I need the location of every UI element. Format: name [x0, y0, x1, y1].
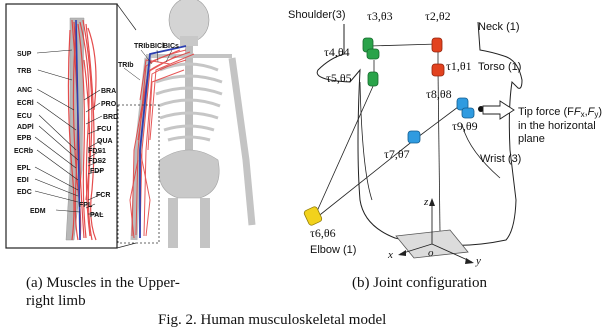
joint-label-1: τ1,θ1 — [446, 59, 472, 73]
joint-shoulder-4 — [367, 49, 379, 59]
joint-label-9: τ9,θ9 — [452, 119, 478, 133]
muscle-label-fpl: FPL — [79, 202, 93, 209]
tip-force-label-2: in the horizontal — [518, 120, 596, 132]
muscle-label-fds2: FDS2 — [88, 158, 106, 165]
joint-label-8: τ8,θ8 — [426, 87, 452, 101]
joint-label-7: τ7,θ7 — [384, 147, 410, 161]
elbow-label: Elbow (1) — [310, 244, 356, 256]
joint-neck-2 — [432, 38, 442, 52]
wrist-label: Wrist (3) — [480, 153, 521, 165]
muscle-label-ecrl: ECRl — [17, 100, 34, 107]
muscle-label-bics-top: BICs — [163, 43, 179, 50]
muscle-label-epb: EPB — [17, 135, 31, 142]
muscle-label-edi: EDI — [17, 177, 29, 184]
muscle-label-fcr: FCR — [96, 192, 110, 199]
muscle-label-epl: EPL — [17, 165, 31, 172]
muscle-label-trb: TRB — [17, 68, 31, 75]
muscle-label-bra: BRA — [101, 88, 116, 95]
muscle-label-anc: ANC — [17, 87, 32, 94]
axis-z-label: z — [423, 196, 429, 208]
muscle-label-adpl: ADPl — [17, 124, 34, 131]
muscle-label-edm: EDM — [30, 208, 46, 215]
muscle-label-fds1: FDS1 — [88, 148, 106, 155]
axis-y-label: y — [475, 255, 481, 267]
muscle-label-fcu: FCU — [97, 126, 111, 133]
muscle-label-ecu: ECU — [17, 113, 32, 120]
muscle-label-fdp: FDP — [90, 168, 104, 175]
muscle-label-ecrb: ECRb — [14, 148, 33, 155]
torso-label: Torso (1) — [478, 61, 521, 73]
caption-b: (b) Joint configuration — [352, 274, 487, 292]
muscle-label-sup: SUP — [17, 51, 32, 58]
skeleton-render: TRIb BICl BICs TRIb — [118, 0, 252, 248]
caption-a-line2: right limb — [26, 292, 86, 310]
joint-label-2: τ2,θ2 — [425, 9, 451, 23]
shoulder-label: Shoulder(3) — [288, 9, 345, 21]
tip-force-label: Tip force (FFx,Fy) — [518, 106, 602, 119]
muscle-label-qua: QUA — [97, 138, 113, 145]
figure-caption: Fig. 2. Human musculoskeletal model — [158, 311, 386, 329]
joint-label-5: τ5,θ5 — [326, 71, 352, 85]
joint-wrist-9 — [462, 108, 474, 118]
axis-origin-label: o — [428, 247, 434, 259]
muscle-label-bicl-top: BICl — [150, 43, 164, 50]
joint-torso-1 — [432, 64, 444, 76]
arm-zoom-panel: SUP TRB ANC ECRl ECU ADPl EPB ECRb EPL E… — [6, 4, 118, 248]
joint-label-3: τ3,θ3 — [367, 9, 393, 23]
joint-diagram: z x y o — [288, 9, 602, 267]
joint-wrist-7 — [408, 131, 420, 143]
joint-label-6: τ6,θ6 — [310, 226, 336, 240]
tip-force-label-3: plane — [518, 133, 545, 145]
muscle-label-pal: PAL — [90, 212, 104, 219]
muscle-label-trib-top: TRIb — [134, 43, 150, 50]
axis-x-label: x — [387, 249, 393, 261]
joint-shoulder-5 — [368, 72, 378, 86]
muscle-label-pro: PRO — [101, 101, 117, 108]
caption-a-line1: (a) Muscles in the Upper- — [26, 274, 180, 292]
neck-label: Neck (1) — [478, 21, 520, 33]
joint-elbow-6 — [303, 206, 322, 226]
muscle-label-brd: BRD — [103, 114, 118, 121]
joint-label-4: τ4,θ4 — [324, 45, 350, 59]
muscle-label-trib-side: TRIb — [118, 62, 134, 69]
coordinate-frame: z x y o — [387, 196, 481, 267]
muscle-label-edc: EDC — [17, 189, 32, 196]
